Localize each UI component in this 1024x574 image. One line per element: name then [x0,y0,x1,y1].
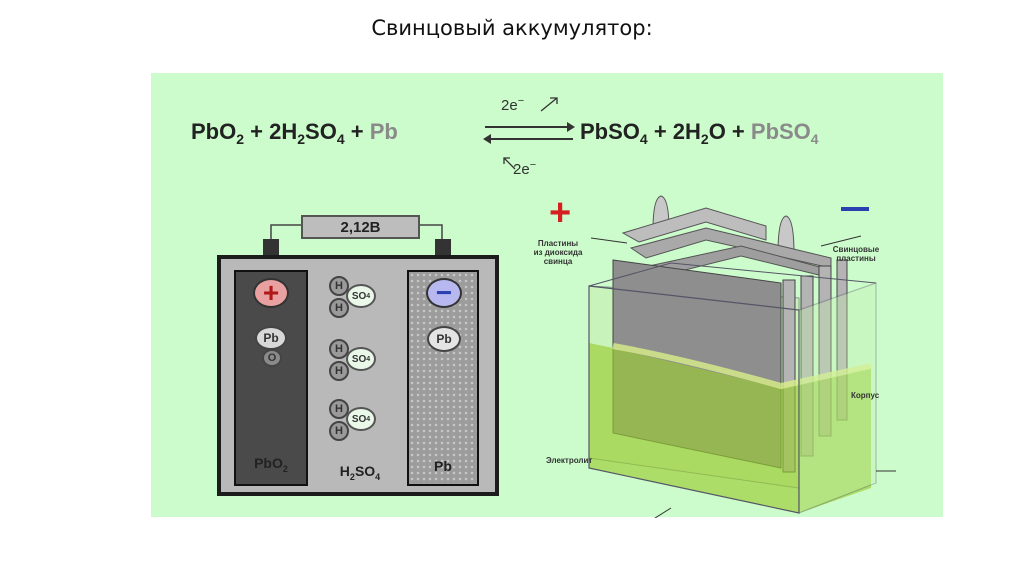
page-title: Свинцовый аккумулятор: [371,16,653,40]
atom-o: O [262,349,282,367]
atom-pb: Pb [255,326,287,350]
electron-in-arrow-icon [503,157,516,170]
positive-electrode-label: PbO2 [254,455,288,474]
negative-sign-icon [841,207,869,211]
equation-products: PbSO4 + 2H2O + PbSO4 [580,119,819,147]
atom-h: H [329,339,349,359]
electron-label-forward: 2e− [501,95,525,114]
product-h2o: + 2H2O + [647,119,751,147]
plus-icon: + [253,278,289,308]
positive-electrode: + Pb O PbO2 [234,270,308,486]
electron-out-arrow-icon [540,97,558,112]
equilibrium-arrows-icon [483,122,575,144]
reactant-pbo2: PbO2 [191,119,245,147]
label-electrolyte: Электролит [546,456,593,465]
plus-sign: + [344,119,370,144]
product-pbso4-negative: PbSO4 [750,119,819,147]
negative-electrode: − Pb Pb [407,270,479,486]
electron-label-backward: 2e− [513,159,537,178]
atom-h: H [329,276,349,296]
minus-icon: − [426,278,462,308]
positive-sign-icon: + [549,192,572,234]
label-positive-plates: Пластины из диоксида свинца [533,239,583,266]
electrolyte-label: H2SO4 [339,463,381,482]
equation-reactants: PbO2 + 2H2SO4 + Pb [191,119,398,147]
battery-illustration [588,195,896,518]
atom-h: H [329,421,349,441]
atom-h: H [329,399,349,419]
voltmeter-display: 2,12В [301,215,420,239]
atom-h: H [329,298,349,318]
label-negative-plates: Свинцовые пластины [832,245,880,263]
product-pbso4: PbSO4 [580,119,648,147]
atom-h: H [329,361,349,381]
label-case: Корпус [851,391,880,400]
reactant-pb: Pb [369,119,398,144]
atom-pb-negative: Pb [427,326,461,352]
negative-electrode-label: Pb [434,458,452,474]
diagram-panel: PbO2 + 2H2SO4 + Pb 2e− 2e− PbSO4 + 2H2O … [151,73,943,518]
reactant-h2so4: + 2H2SO4 [244,119,345,147]
